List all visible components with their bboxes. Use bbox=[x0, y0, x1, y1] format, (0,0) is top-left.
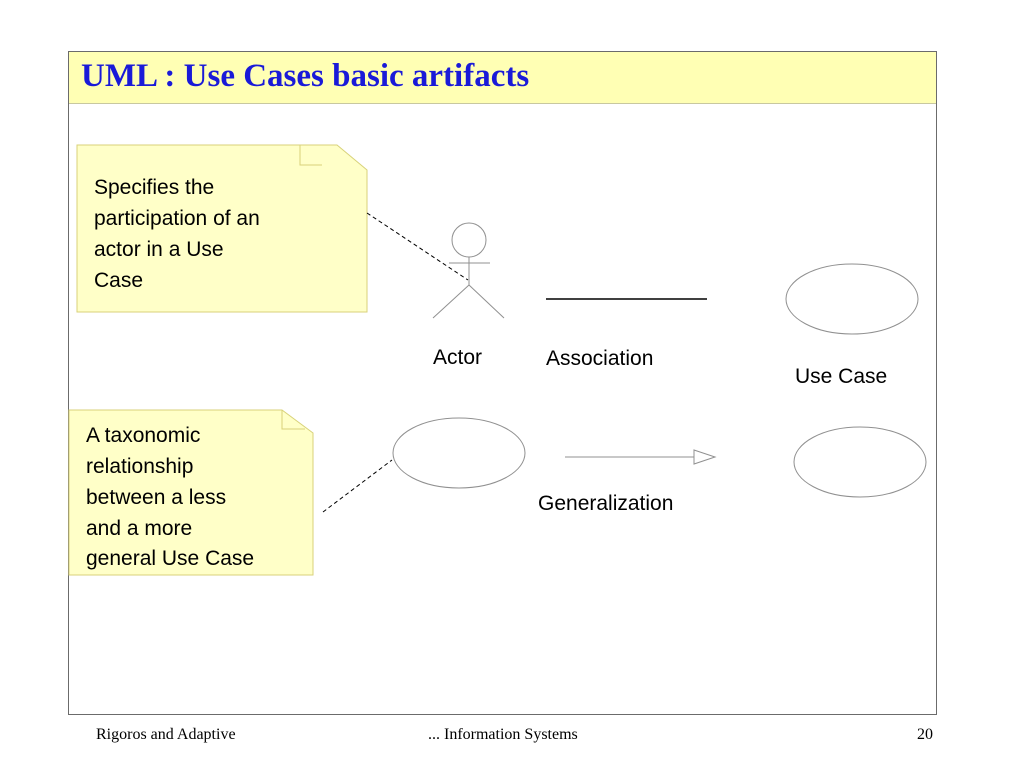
note-connector-use-case bbox=[322, 459, 393, 513]
actor-leg-left bbox=[432, 284, 470, 319]
note-taxonomic-line: between a less bbox=[86, 486, 226, 509]
actor-leg-right bbox=[468, 284, 505, 319]
footer-left: Rigoros and Adaptive bbox=[96, 726, 236, 743]
actor-figure bbox=[432, 222, 505, 319]
svg-text:Specifies the participat: Specifies the participation of an actor … bbox=[94, 176, 266, 292]
generalization-label: Generalization bbox=[538, 492, 673, 515]
title-bar: UML : Use Cases basic artifacts bbox=[69, 52, 936, 104]
note-participation-line: participation of an bbox=[94, 207, 260, 230]
note-taxonomic-line: and a more bbox=[86, 517, 192, 540]
note-taxonomic: A taxonomic relationship between a less … bbox=[68, 409, 314, 576]
actor-label: Actor bbox=[433, 346, 482, 369]
note-participation-line: Case bbox=[94, 269, 143, 292]
parent-use-case-ellipse bbox=[793, 426, 927, 498]
note-participation: Specifies the participation of an actor … bbox=[76, 144, 368, 313]
slide-title: UML : Use Cases basic artifacts bbox=[81, 58, 530, 94]
footer-center: ... Information Systems bbox=[428, 726, 578, 743]
page-number: 20 bbox=[917, 726, 933, 743]
note-participation-line: Specifies the bbox=[94, 176, 214, 199]
note-participation-body bbox=[76, 144, 368, 313]
note-participation-fold bbox=[299, 145, 322, 166]
note-taxonomic-line: A taxonomic bbox=[86, 424, 200, 447]
generalization-arrowhead bbox=[693, 449, 717, 465]
use-case-ellipse bbox=[785, 263, 919, 335]
svg-text:A taxonomic relationship: A taxonomic relationship between a less … bbox=[86, 424, 254, 570]
note-connector-actor bbox=[366, 212, 469, 281]
actor-head bbox=[451, 222, 487, 258]
child-use-case-ellipse bbox=[392, 417, 526, 489]
use-case-label: Use Case bbox=[795, 365, 887, 388]
note-participation-line: actor in a Use bbox=[94, 238, 224, 261]
note-taxonomic-body bbox=[68, 409, 314, 576]
association-label: Association bbox=[546, 347, 653, 370]
note-taxonomic-fold bbox=[281, 410, 305, 430]
note-taxonomic-line: general Use Case bbox=[86, 547, 254, 570]
note-taxonomic-line: relationship bbox=[86, 455, 193, 478]
